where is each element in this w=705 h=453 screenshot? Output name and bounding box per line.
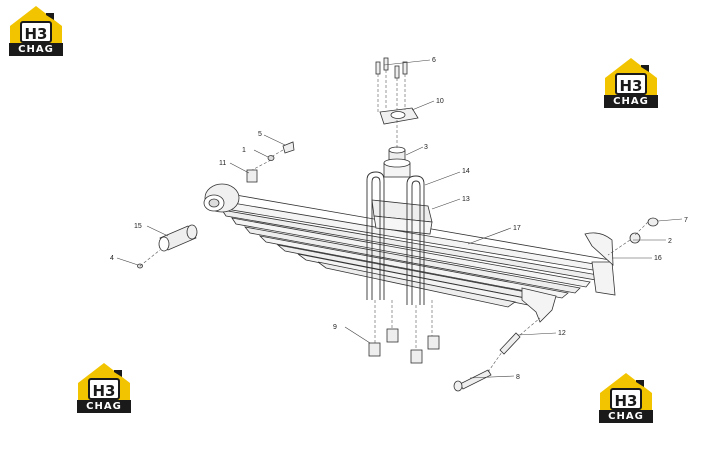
logo-code: H3 [615,73,647,95]
front-pin-15 [158,224,198,252]
callout-1: 1 [242,147,246,154]
leaf-spring-assembly [203,183,616,308]
callout-15: 15 [134,223,142,230]
bushing-2 [629,232,641,244]
pin-12 [499,332,521,355]
callout-11: 11 [219,160,226,167]
callout-9: 9 [333,324,337,331]
logo-code: H3 [20,21,52,43]
bolt-8 [453,369,492,392]
logo-brand: CHAG [604,95,658,108]
callout-14: 14 [462,168,470,175]
logo-brand: CHAG [9,43,63,56]
brand-logo: H3 CHAG [598,371,654,423]
center-boss-3 [383,146,411,178]
leader-lines [116,59,683,379]
washer-1 [267,155,275,161]
callout-8: 8 [516,374,520,381]
top-plate-10 [379,107,419,125]
plate-11 [246,169,258,183]
alignment-lines [139,70,649,373]
callout-4: 4 [110,255,114,262]
callout-6: 6 [432,57,436,64]
clamp-plate-13 [371,199,433,235]
nut-7 [647,217,659,227]
callout-7: 7 [684,217,688,224]
bolt-5 [282,141,295,154]
logo-brand: CHAG [599,410,653,423]
callout-2: 2 [668,238,672,245]
callout-labels: 1 2 3 4 5 6 7 8 9 10 11 12 13 14 15 16 1… [110,57,688,381]
logo-brand: CHAG [77,400,131,413]
brand-logo: H3 CHAG [76,361,132,413]
logo-code: H3 [88,378,120,400]
brand-logo: H3 CHAG [603,56,659,108]
nuts-9 [368,328,440,364]
top-bolts-6 [375,57,408,79]
callout-10: 10 [436,98,444,105]
logo-code: H3 [610,388,642,410]
callout-12: 12 [558,330,566,337]
callout-5: 5 [258,131,262,138]
callout-3: 3 [424,144,428,151]
brand-logo: H3 CHAG [8,4,64,56]
callout-13: 13 [462,196,470,203]
lower-bracket [521,287,557,323]
callout-16: 16 [654,255,662,262]
rear-bracket-16 [584,232,614,266]
callout-17: 17 [513,225,521,232]
